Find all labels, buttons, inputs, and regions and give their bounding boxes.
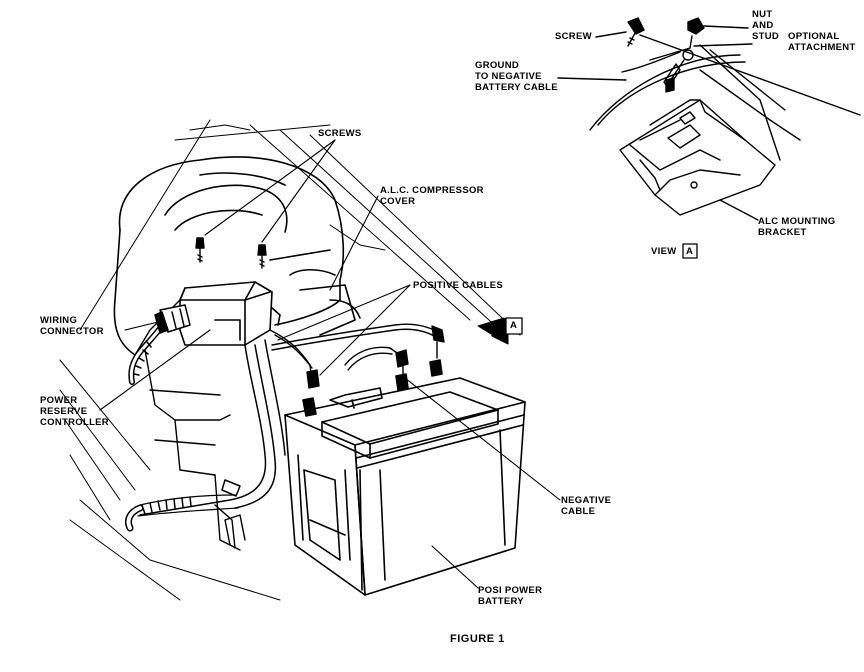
figure-caption: FIGURE 1 bbox=[450, 633, 505, 645]
label-alc-compressor-cover: A.L.C. COMPRESSOR COVER bbox=[380, 185, 484, 207]
label-negative-cable: NEGATIVE CABLE bbox=[561, 495, 612, 517]
wiring-harness-left bbox=[128, 304, 191, 385]
label-view: VIEW bbox=[651, 246, 677, 257]
label-ground-to-negative: GROUND TO NEGATIVE BATTERY CABLE bbox=[475, 60, 558, 93]
leader-lines-main bbox=[99, 139, 561, 589]
label-positive-cables: POSITIVE CABLES bbox=[413, 280, 504, 291]
label-screws: SCREWS bbox=[318, 128, 362, 139]
battery bbox=[284, 359, 526, 596]
detail-view-a bbox=[557, 17, 861, 221]
label-power-reserve-controller: POWER RESERVE CONTROLLER bbox=[40, 395, 109, 428]
label-alc-mounting-bracket: ALC MOUNTING BRACKET bbox=[758, 216, 836, 238]
label-screw: SCREW bbox=[555, 31, 592, 42]
label-arrow-letter: A bbox=[510, 320, 518, 331]
label-view-letter: A bbox=[686, 246, 694, 257]
label-wiring-connector: WIRING CONNECTOR bbox=[40, 315, 104, 337]
label-optional-attachment: OPTIONAL ATTACHMENT bbox=[788, 31, 856, 53]
negative-cable bbox=[344, 346, 409, 381]
label-nut-and-stud: NUT AND STUD bbox=[752, 9, 780, 42]
view-a-box bbox=[682, 243, 698, 259]
positive-cables bbox=[269, 323, 445, 389]
body-background-lines bbox=[59, 119, 521, 601]
alc-compressor-cover bbox=[113, 156, 361, 356]
label-posi-power-battery: POSI POWER BATTERY bbox=[478, 585, 543, 607]
view-a-arrow bbox=[477, 317, 523, 345]
screws-top bbox=[195, 237, 267, 269]
wiring-harness-bottom bbox=[124, 339, 286, 532]
power-reserve-controller bbox=[179, 281, 281, 346]
